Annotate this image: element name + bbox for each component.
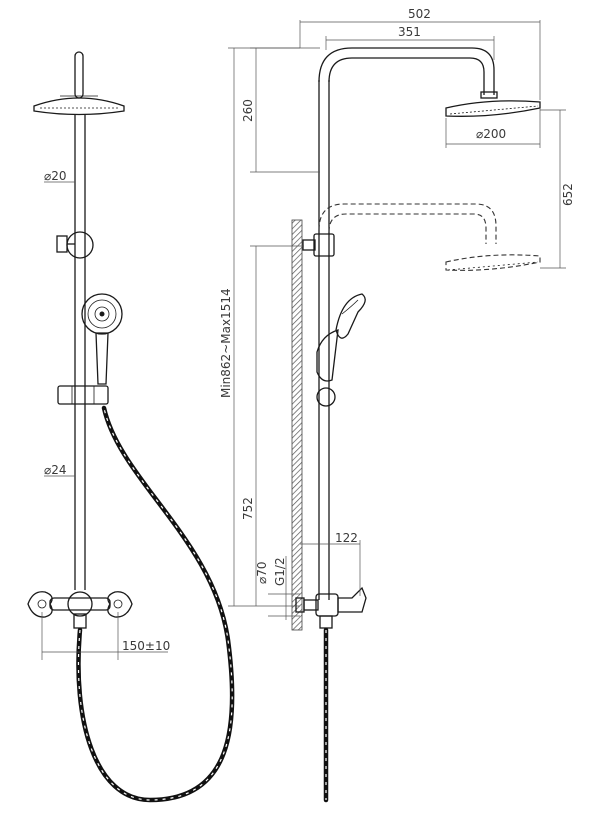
front-mixing-valve <box>27 591 133 629</box>
side-shower-arm <box>318 47 495 95</box>
front-view: ⌀20 ⌀24 150±10 <box>27 51 235 803</box>
front-shower-hose <box>76 405 235 803</box>
front-rain-shower-head <box>33 95 125 116</box>
dim-head-drop: 260 <box>241 99 255 122</box>
dim-valve-centres: 150±10 <box>122 639 170 653</box>
dim-valve-body-diameter: ⌀70 <box>255 562 269 585</box>
front-hand-shower <box>81 293 123 385</box>
side-mixing-valve <box>295 586 367 629</box>
side-shower-head-lower-position <box>445 254 541 271</box>
dim-head-diameter: ⌀200 <box>476 127 506 141</box>
dim-arm-reach-inner: 351 <box>398 25 421 39</box>
front-diverter-knob <box>56 231 94 259</box>
dim-mount-height: 752 <box>241 497 255 520</box>
side-wall <box>291 219 303 631</box>
front-slide-holder <box>57 385 109 405</box>
side-diverter-bracket <box>302 233 335 257</box>
side-view: 502 351 260 ⌀200 652 Min862~Max1514 752 … <box>219 7 575 803</box>
dim-overall-height: Min862~Max1514 <box>219 288 233 398</box>
dim-adjust-range: 652 <box>561 183 575 206</box>
side-rain-shower-head <box>445 100 541 117</box>
dim-inlet-thread: G1/2 <box>273 557 287 586</box>
dim-arm-reach-total: 502 <box>408 7 431 21</box>
dim-valve-depth: 122 <box>335 531 358 545</box>
front-shower-arm <box>74 51 84 99</box>
side-arm-lower-position <box>318 203 497 244</box>
side-hand-shower <box>316 293 366 407</box>
dim-rail-diameter-upper: ⌀20 <box>44 169 67 183</box>
dim-rail-diameter-lower: ⌀24 <box>44 463 67 477</box>
